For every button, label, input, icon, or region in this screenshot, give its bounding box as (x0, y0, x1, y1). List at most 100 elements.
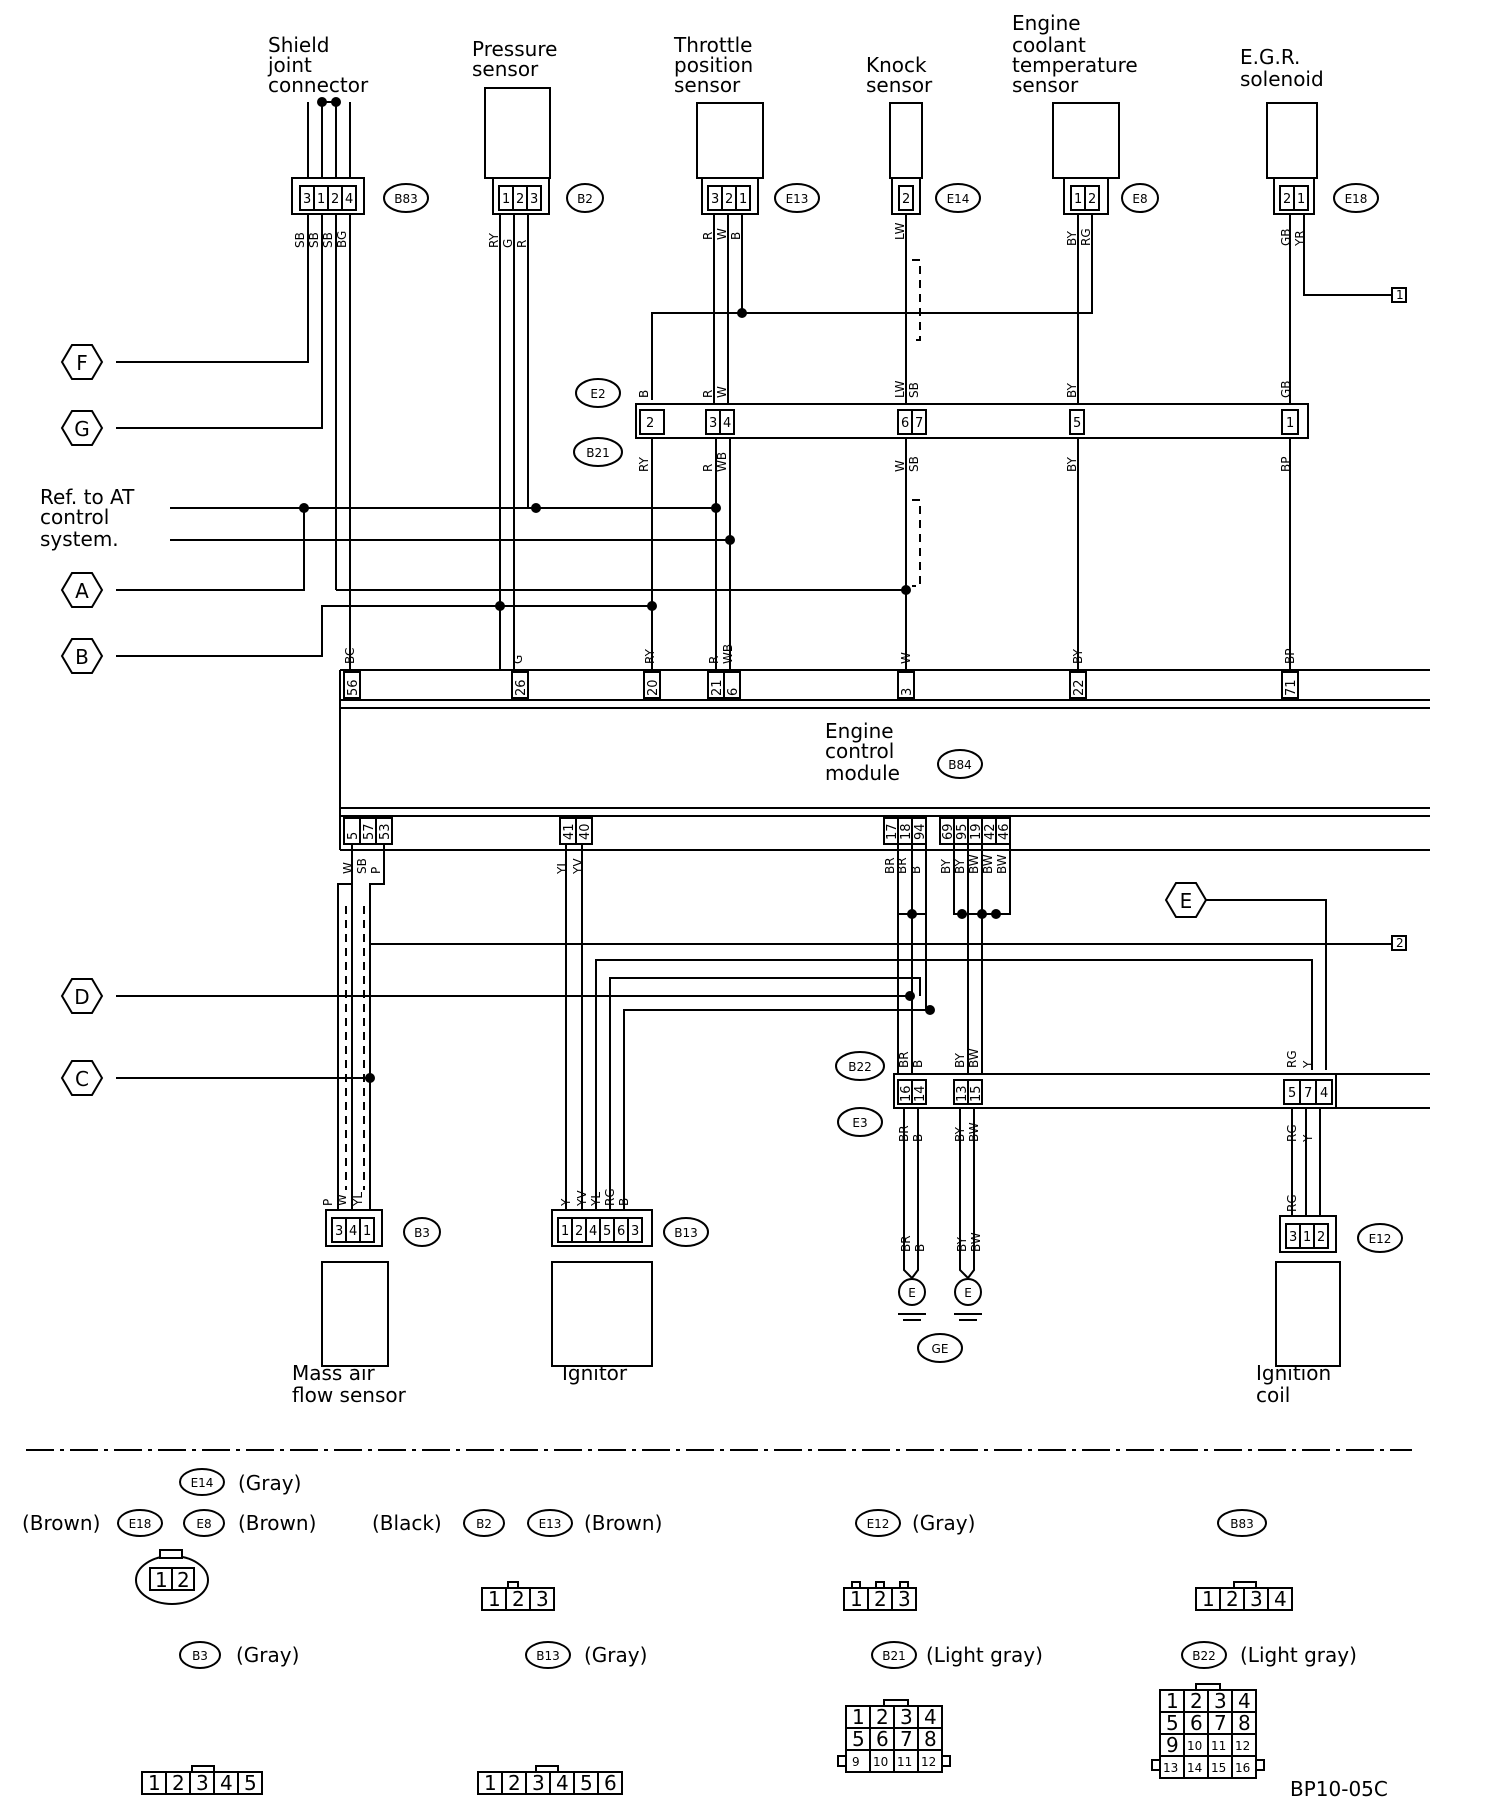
svg-text:4: 4 (1238, 1689, 1251, 1713)
svg-text:flow sensor: flow sensor (292, 1383, 407, 1407)
svg-text:solenoid: solenoid (1240, 67, 1324, 91)
svg-text:P: P (369, 867, 383, 874)
svg-text:E: E (964, 1286, 972, 1300)
svg-text:2: 2 (516, 192, 524, 207)
svg-text:B22: B22 (1192, 1649, 1216, 1663)
connector-e18: 2 1 (1273, 177, 1315, 215)
svg-text:10: 10 (873, 1755, 888, 1769)
offpage-a: A (60, 572, 104, 608)
svg-text:E12: E12 (1369, 1232, 1392, 1246)
label-pressure-sensor: Pressure sensor (472, 37, 557, 81)
wire-code-e14: LW (893, 222, 907, 240)
svg-text:B21: B21 (882, 1649, 906, 1663)
connector-e12: 3 1 2 (1279, 1215, 1337, 1253)
svg-text:7: 7 (915, 416, 923, 431)
svg-text:SB: SB (321, 232, 335, 248)
svg-text:95: 95 (955, 823, 970, 840)
svg-text:B: B (913, 1244, 927, 1252)
svg-text:(Black): (Black) (372, 1511, 442, 1535)
egr-solenoid-body (1266, 102, 1318, 179)
svg-text:6: 6 (617, 1224, 625, 1239)
svg-text:5: 5 (580, 1771, 593, 1795)
svg-text:3: 3 (1250, 1587, 1263, 1611)
wire-codes-e8: BY RG (1065, 228, 1093, 246)
legend-e13: E13 (Brown) (527, 1509, 662, 1537)
svg-text:1: 1 (484, 1771, 497, 1795)
svg-text:WB: WB (721, 644, 735, 664)
connector-b83: 3 1 2 4 (291, 177, 365, 215)
svg-text:B13: B13 (674, 1226, 698, 1240)
svg-text:16: 16 (1235, 1761, 1250, 1775)
svg-text:6: 6 (726, 688, 741, 696)
svg-text:SB: SB (907, 456, 921, 472)
diagram-code: BP10-05C (1290, 1777, 1388, 1800)
label-throttle-position-sensor: Throttle position sensor (673, 33, 753, 97)
svg-text:B: B (729, 232, 743, 240)
wire-codes-b22: BR B BY BW RG Y (897, 1048, 1315, 1069)
svg-text:B: B (637, 390, 651, 398)
svg-text:RG: RG (603, 1188, 617, 1206)
wire-codes-b13: Y YV YL RG B (559, 1188, 631, 1207)
ref-box-1: 1 (1391, 287, 1407, 303)
label-egr-solenoid: E.G.R. solenoid (1240, 45, 1324, 91)
svg-text:BR: BR (899, 1235, 913, 1252)
svg-text:5: 5 (346, 832, 361, 840)
svg-text:4: 4 (1320, 1086, 1328, 1101)
svg-text:1: 1 (1286, 416, 1294, 431)
connector-b13: 1 2 4 5 6 3 (551, 1209, 653, 1247)
svg-text:3: 3 (532, 1771, 545, 1795)
svg-text:10: 10 (1187, 1739, 1202, 1753)
layout-2pin-oval: 1 2 (135, 1549, 209, 1605)
wire-codes-b83: SB SB SB BG (293, 231, 349, 248)
svg-text:BW: BW (995, 854, 1009, 874)
layout-3pin-b2-e13: 1 2 3 (481, 1581, 555, 1611)
svg-text:5: 5 (1166, 1711, 1179, 1735)
svg-text:BY: BY (939, 858, 953, 874)
svg-text:(Gray): (Gray) (236, 1643, 299, 1667)
svg-text:R: R (515, 240, 529, 248)
wire-codes-b21: RY R WB W SB BY BP (637, 452, 1293, 472)
connector-id-e12: E12 (1357, 1223, 1403, 1253)
svg-text:2: 2 (1226, 1587, 1239, 1611)
svg-text:7: 7 (900, 1727, 913, 1751)
wire-codes-ground: BR B BY BW (899, 1232, 983, 1252)
svg-text:20: 20 (646, 679, 661, 696)
layout-3pin-e12: 1 2 3 (843, 1581, 917, 1611)
svg-text:1: 1 (1303, 1230, 1311, 1245)
svg-text:1: 1 (502, 192, 510, 207)
svg-text:2: 2 (177, 1568, 190, 1592)
svg-text:R: R (701, 464, 715, 472)
svg-text:E2: E2 (590, 387, 605, 401)
engine-control-module (339, 669, 1430, 851)
svg-text:BY: BY (1065, 230, 1079, 246)
svg-text:E13: E13 (786, 192, 809, 206)
svg-text:14: 14 (1187, 1761, 1202, 1775)
connector-e8: 1 2 (1063, 177, 1109, 215)
svg-text:5: 5 (1073, 416, 1081, 431)
svg-text:control: control (825, 739, 894, 763)
svg-text:71: 71 (1284, 679, 1299, 696)
legend-b13: B13 (Gray) (525, 1641, 647, 1669)
svg-text:E12: E12 (867, 1517, 890, 1531)
svg-text:(Light gray): (Light gray) (926, 1643, 1043, 1667)
svg-text:7: 7 (1304, 1086, 1312, 1101)
connector-e2-b21: 2 3 4 6 7 5 1 (635, 403, 1309, 439)
svg-text:1: 1 (1297, 192, 1305, 207)
connector-id-e8: E8 (1121, 183, 1159, 213)
svg-text:2: 2 (575, 1224, 583, 1239)
connector-id-e3: E3 (837, 1107, 883, 1137)
svg-text:RY: RY (487, 232, 501, 248)
svg-text:15: 15 (1211, 1761, 1226, 1775)
connector-id-e18: E18 (1333, 183, 1379, 213)
svg-text:2: 2 (1190, 1689, 1203, 1713)
svg-text:W: W (715, 228, 729, 240)
svg-text:Engine: Engine (1012, 11, 1081, 35)
svg-text:1: 1 (155, 1568, 168, 1592)
svg-text:(Gray): (Gray) (238, 1471, 301, 1495)
label-engine-control-module: Engine control module (825, 719, 900, 785)
svg-text:4: 4 (924, 1705, 937, 1729)
svg-text:11: 11 (1211, 1739, 1226, 1753)
svg-text:17: 17 (885, 823, 900, 840)
svg-text:Y: Y (1301, 1060, 1315, 1069)
